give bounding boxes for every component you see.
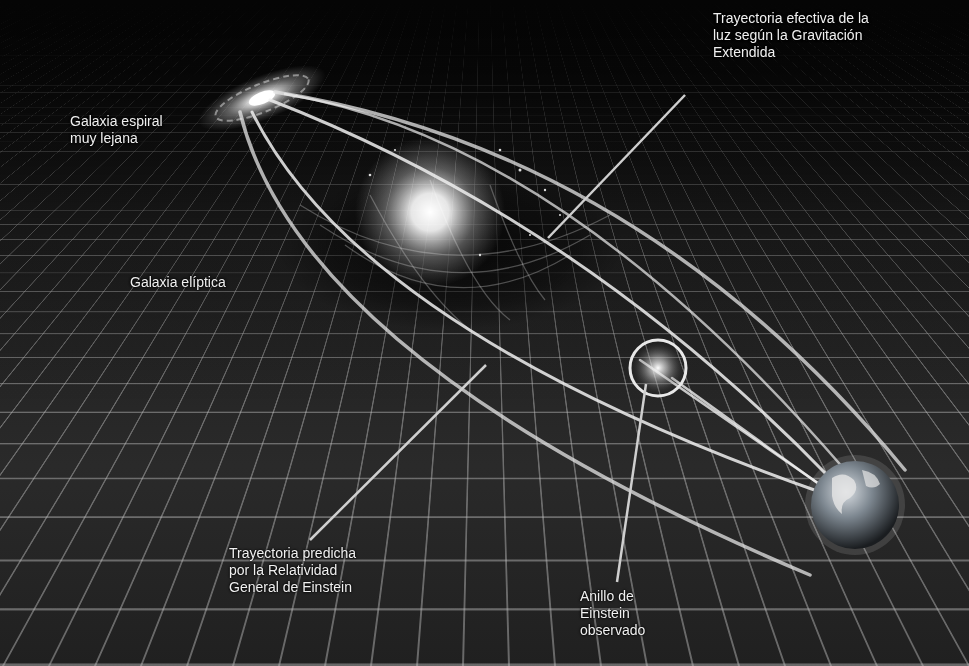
path-label: Trayectoria predicha por la Relatividad …	[229, 545, 374, 596]
einstein-ring	[630, 340, 686, 396]
earth	[805, 455, 905, 555]
ring-label: Anillo de Einstein observado	[580, 588, 660, 639]
galaxy-label: Galaxia espiral muy lejana	[70, 113, 188, 147]
light-paths	[240, 92, 905, 575]
leader-lines	[310, 95, 685, 582]
star-dots	[369, 149, 561, 257]
galaxy-label: Galaxia elíptica	[130, 274, 280, 291]
path-label: Trayectoria efectiva de la luz según la …	[713, 10, 875, 61]
